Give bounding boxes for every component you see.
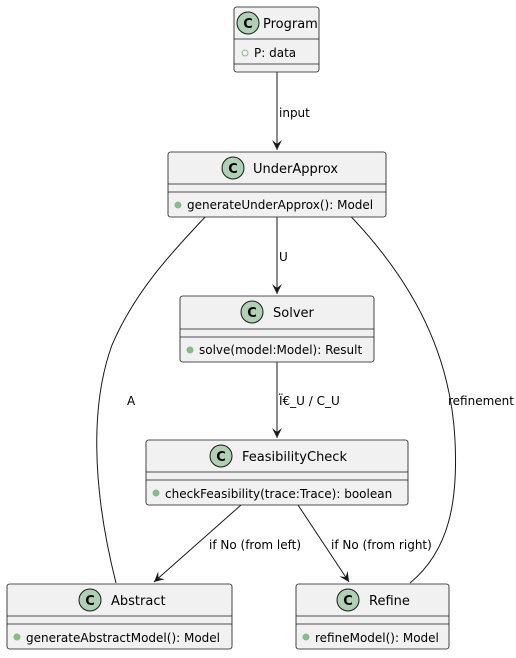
class-stereotype-icon (236, 11, 260, 35)
edge-label-pi-u-c-u: Ï€_U / C_U (279, 393, 340, 408)
class-abstract[interactable]: C Abstract generateAbstractModel(): Mode… (6, 583, 233, 650)
stereotype-letter: C (85, 594, 95, 609)
edges: input U Ï€_U / C_U if No (from left) if … (96, 72, 514, 584)
stereotype-letter: C (247, 306, 257, 321)
edge-label-u: U (279, 250, 288, 264)
class-name-refine: Refine (369, 594, 410, 609)
member-solver-0: solve(model:Model): Result (199, 343, 362, 357)
public-member-icon (174, 201, 182, 209)
edge-label-if-no-right: if No (from right) (331, 538, 432, 552)
public-member-icon (302, 633, 310, 641)
class-feasibilitycheck[interactable]: C FeasibilityCheck checkFeasibility(trac… (145, 439, 409, 506)
edge-solver-feasibilitycheck: Ï€_U / C_U (272, 362, 340, 438)
stereotype-letter: C (216, 450, 226, 465)
class-name-abstract: Abstract (111, 594, 166, 609)
class-name-feasibilitycheck: FeasibilityCheck (242, 450, 347, 465)
member-feasibilitycheck-0: checkFeasibility(trace:Trace): boolean (165, 487, 392, 501)
class-name-program: Program (263, 17, 318, 32)
class-refine[interactable]: C Refine refineModel(): Model (295, 583, 450, 650)
stereotype-letter: C (343, 594, 353, 609)
edge-program-underapprox: input (272, 72, 310, 150)
class-stereotype-icon (240, 300, 264, 324)
edge-label-refinement: refinement (448, 394, 514, 408)
member-refine-0: refineModel(): Model (315, 631, 439, 645)
class-stereotype-icon (209, 444, 233, 468)
class-name-solver: Solver (273, 306, 315, 321)
class-stereotype-icon (221, 156, 245, 180)
member-underapprox-0: generateUnderApprox(): Model (187, 198, 373, 212)
edge-underapprox-solver: U (272, 217, 288, 294)
public-member-icon (241, 49, 249, 57)
class-underapprox[interactable]: C UnderApprox generateUnderApprox(): Mod… (167, 151, 387, 218)
edge-label-a: A (127, 394, 136, 408)
edge-feasibilitycheck-abstract: if No (from left) (153, 504, 301, 583)
class-stereotype-icon (336, 588, 360, 612)
edge-refine-underapprox: refinement (321, 187, 514, 584)
public-member-icon (13, 633, 21, 641)
stereotype-letter: C (243, 17, 253, 32)
member-program-0: P: data (254, 46, 296, 60)
classes: C Program P: data C UnderApprox generate… (6, 6, 450, 650)
class-stereotype-icon (78, 588, 102, 612)
edge-label-input: input (279, 106, 310, 120)
edge-abstract-underapprox: A (96, 187, 233, 584)
class-name-underapprox: UnderApprox (253, 162, 338, 177)
class-solver[interactable]: C Solver solve(model:Model): Result (179, 295, 375, 363)
class-program[interactable]: C Program P: data (233, 6, 320, 73)
public-member-icon (152, 489, 160, 497)
stereotype-letter: C (228, 162, 238, 177)
member-abstract-0: generateAbstractModel(): Model (26, 631, 220, 645)
public-member-icon (186, 346, 194, 354)
edge-label-if-no-left: if No (from left) (209, 538, 301, 552)
edge-feasibilitycheck-refine: if No (from right) (297, 504, 432, 583)
